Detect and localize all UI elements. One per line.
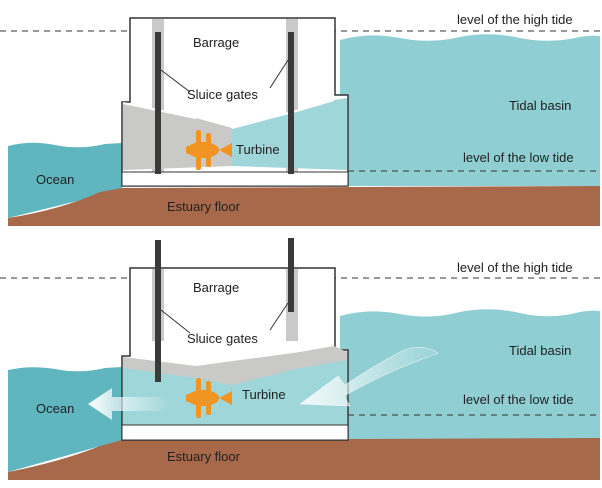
barrage-inner-water bbox=[123, 360, 347, 425]
estuary-floor-label: Estuary floor bbox=[167, 449, 241, 464]
turbine-label: Turbine bbox=[242, 387, 286, 402]
estuary-floor-label: Estuary floor bbox=[167, 199, 241, 214]
flow-arrow-into-turbine bbox=[299, 347, 439, 407]
ocean-label: Ocean bbox=[36, 172, 74, 187]
barrage-label: Barrage bbox=[193, 280, 239, 295]
turbine-icon bbox=[186, 130, 232, 170]
barrage-label: Barrage bbox=[193, 35, 239, 50]
sluice-gates-label: Sluice gates bbox=[187, 87, 258, 102]
sluice-gate-right bbox=[288, 32, 294, 174]
tidal-basin-label: Tidal basin bbox=[509, 98, 571, 113]
sluice-gate-right bbox=[288, 238, 294, 312]
bottom-panel: level of the high tide Barrag bbox=[0, 238, 600, 480]
sluice-gates-label: Sluice gates bbox=[187, 331, 258, 346]
ocean-label: Ocean bbox=[36, 401, 74, 416]
sluice-gate-left bbox=[155, 32, 161, 174]
tidal-basin-water bbox=[340, 309, 600, 440]
high-tide-label: level of the high tide bbox=[457, 12, 573, 27]
top-panel: level of the high tide bbox=[0, 12, 600, 226]
ocean-water bbox=[8, 142, 122, 218]
tidal-basin-label: Tidal basin bbox=[509, 343, 571, 358]
low-tide-label: level of the low tide bbox=[463, 392, 574, 407]
barrage-floor-slab bbox=[121, 424, 349, 441]
turbine-label: Turbine bbox=[236, 142, 280, 157]
low-tide-label: level of the low tide bbox=[463, 150, 574, 165]
estuary-floor bbox=[8, 186, 600, 226]
estuary-floor bbox=[8, 438, 600, 480]
turbine-icon bbox=[186, 378, 232, 418]
tidal-basin-water bbox=[340, 34, 600, 186]
barrage-floor-slab bbox=[121, 171, 349, 187]
flow-arrow-to-ocean bbox=[88, 388, 170, 420]
ocean-water bbox=[8, 367, 122, 472]
sluice-gate-left bbox=[155, 240, 161, 382]
high-tide-label: level of the high tide bbox=[457, 260, 573, 275]
